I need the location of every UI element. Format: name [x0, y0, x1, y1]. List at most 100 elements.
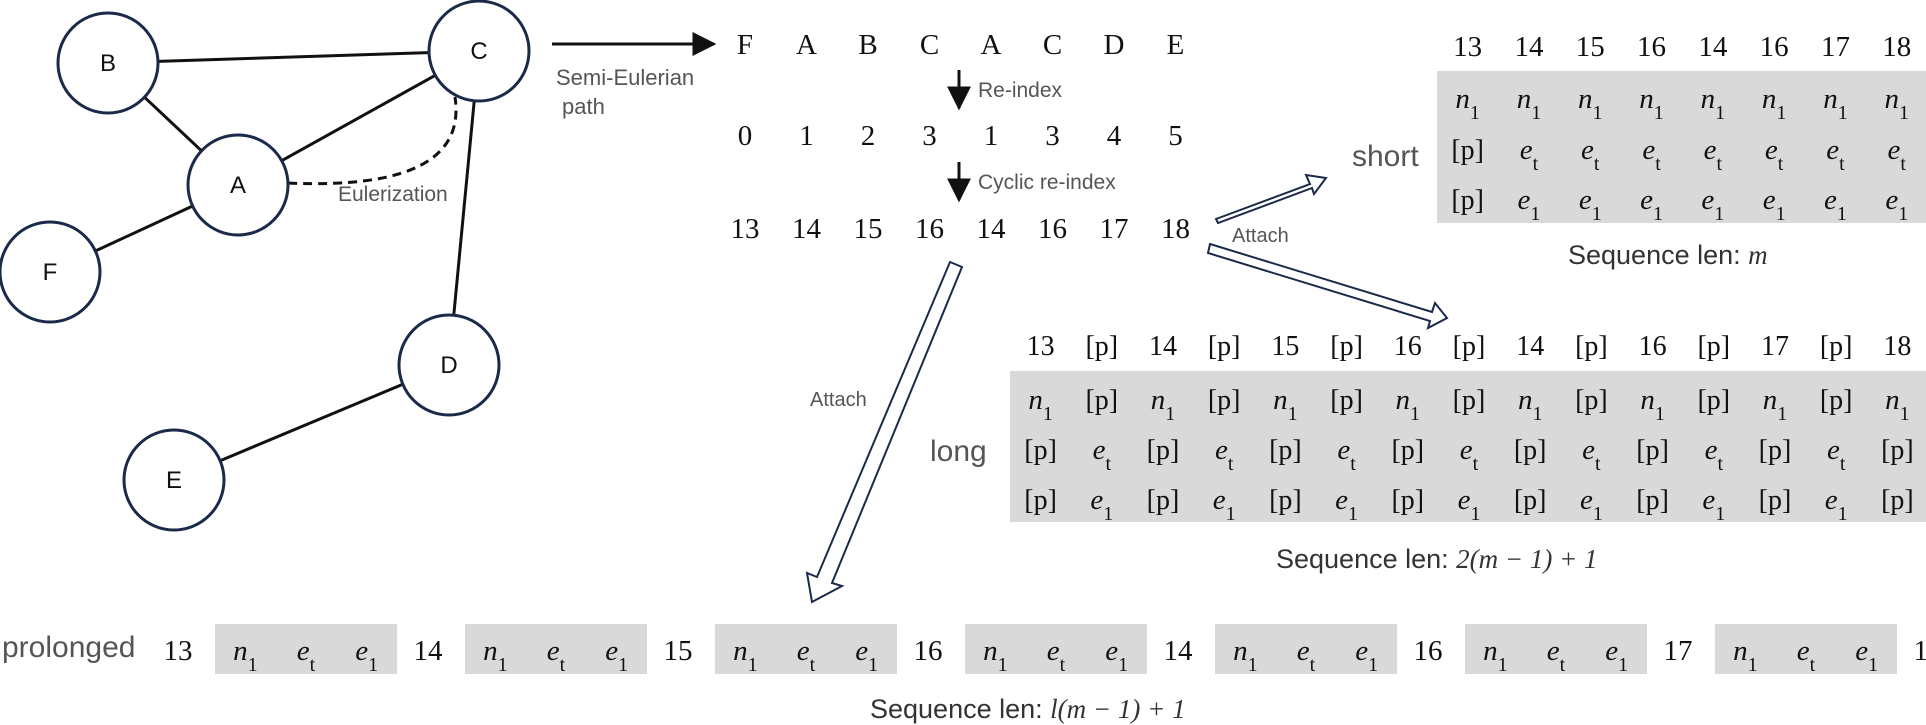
long-cell-pad-2-10: [p]: [1636, 485, 1669, 516]
graph-edge-CD: [452, 100, 476, 316]
long-cell-pad-1-2: [p]: [1147, 435, 1180, 466]
long-cell-pad-2-12: [p]: [1759, 485, 1792, 516]
short-cell-0-7: n1: [1885, 83, 1910, 124]
long-header-14: 18: [1883, 331, 1911, 362]
long-table-background: [1010, 371, 1926, 522]
long-cell-pad-2-2: [p]: [1147, 485, 1180, 516]
prolonged-cell-2-1: et: [797, 635, 816, 676]
cyclic-reindex-label: Cyclic re-index: [978, 171, 1116, 194]
prolonged-caption: Sequence len: l(m − 1) + 1: [870, 694, 1186, 724]
sequence-letter-7: E: [1167, 29, 1185, 61]
prolonged-block-4: [1215, 624, 1397, 674]
long-cell-0-2: n1: [1151, 384, 1176, 425]
graph-edge-AF: [94, 204, 194, 253]
prolonged-cell-3-0: n1: [983, 635, 1008, 676]
long-cell-pad-0-3: [p]: [1208, 385, 1241, 416]
long-header-2: 14: [1149, 331, 1177, 362]
short-cell-0-3: n1: [1639, 83, 1664, 124]
long-cell-2-9: e1: [1580, 484, 1603, 525]
short-cell-pad-1-0: [p]: [1451, 135, 1484, 166]
long-cell-pad-1-14: [p]: [1881, 435, 1914, 466]
long-header-11: [p]: [1697, 331, 1730, 362]
cyclic-value-6: 17: [1100, 213, 1129, 245]
prolonged-cell-1-2: e1: [605, 635, 628, 676]
semi-eulerian-label-line1: Semi-Eulerian: [556, 65, 694, 90]
prolonged-cell-2-2: e1: [855, 635, 878, 676]
short-cell-2-6: e1: [1824, 184, 1847, 225]
graph-node-label-B: B: [100, 50, 116, 77]
long-cell-2-5: e1: [1335, 484, 1358, 525]
graph-edge-BA: [143, 96, 203, 152]
attach-label-right: Attach: [1232, 225, 1289, 247]
long-cell-2-11: e1: [1702, 484, 1725, 525]
long-cell-pad-0-1: [p]: [1085, 385, 1118, 416]
sequence-letter-4: A: [981, 29, 1002, 61]
long-cell-pad-2-4: [p]: [1269, 485, 1302, 516]
long-cell-0-6: n1: [1396, 384, 1421, 425]
long-cell-1-1: et: [1093, 434, 1112, 475]
graph-node-A: [186, 133, 290, 237]
short-cell-1-2: et: [1581, 134, 1600, 175]
long-header-6: 16: [1394, 331, 1422, 362]
prolonged-id-0: 13: [164, 635, 193, 667]
short-cell-1-1: et: [1520, 134, 1539, 175]
short-header-1: 14: [1514, 31, 1544, 63]
graph-edges: [94, 51, 476, 463]
long-caption: Sequence len: 2(m − 1) + 1: [1276, 544, 1598, 574]
long-cell-0-8: n1: [1518, 384, 1543, 425]
long-cell-1-13: et: [1827, 434, 1846, 475]
short-cell-2-7: e1: [1885, 184, 1908, 225]
long-header-12: 17: [1761, 331, 1789, 362]
long-cell-2-1: e1: [1090, 484, 1113, 525]
short-header-6: 17: [1821, 31, 1850, 63]
prolonged-cell-4-0: n1: [1233, 635, 1258, 676]
prolonged-block-5: [1465, 624, 1647, 674]
attach-arrow-long: [1206, 242, 1449, 330]
cyclic-value-1: 14: [792, 213, 822, 245]
cyclic-value-4: 14: [977, 213, 1007, 245]
short-header-0: 13: [1453, 31, 1482, 63]
prolonged-cell-6-2: e1: [1855, 635, 1878, 676]
long-cell-pad-2-8: [p]: [1514, 485, 1547, 516]
long-cell-pad-2-0: [p]: [1024, 485, 1057, 516]
long-cell-pad-1-10: [p]: [1636, 435, 1669, 466]
long-label: long: [930, 435, 987, 468]
short-header-3: 16: [1637, 31, 1666, 63]
sequence-letter-6: D: [1104, 29, 1125, 61]
short-cell-0-4: n1: [1701, 83, 1726, 124]
graph-edge-BC: [157, 51, 430, 63]
graph-node-label-A: A: [230, 172, 246, 199]
long-cell-1-3: et: [1215, 434, 1234, 475]
prolonged-id-5: 16: [1414, 635, 1443, 667]
prolonged-block-3: [965, 624, 1147, 674]
cyclic-value-7: 18: [1161, 213, 1190, 245]
prolonged-label: prolonged: [2, 631, 135, 664]
reindex-value-5: 3: [1045, 120, 1060, 152]
long-cell-pad-1-0: [p]: [1024, 435, 1057, 466]
graph-node-label-C: C: [470, 38, 487, 65]
prolonged-cell-1-1: et: [547, 635, 566, 676]
short-label: short: [1352, 140, 1419, 173]
sequence-letter-5: C: [1043, 29, 1062, 61]
long-cell-2-13: e1: [1825, 484, 1848, 525]
short-cell-1-3: et: [1642, 134, 1661, 175]
short-cell-0-2: n1: [1578, 83, 1603, 124]
prolonged-cell-6-0: n1: [1733, 635, 1758, 676]
graph-node-F: [0, 220, 102, 324]
long-header-7: [p]: [1453, 331, 1486, 362]
prolonged-block-2: [715, 624, 897, 674]
long-header-13: [p]: [1820, 331, 1853, 362]
long-cell-1-7: et: [1460, 434, 1479, 475]
short-cell-2-2: e1: [1579, 184, 1602, 225]
semi-eulerian-label-line2: path: [562, 94, 605, 119]
short-cell-pad-2-0: [p]: [1451, 185, 1484, 216]
short-cell-1-6: et: [1826, 134, 1845, 175]
graph-node-label-D: D: [440, 352, 457, 379]
prolonged-id-6: 17: [1664, 635, 1693, 667]
short-cell-2-3: e1: [1640, 184, 1663, 225]
